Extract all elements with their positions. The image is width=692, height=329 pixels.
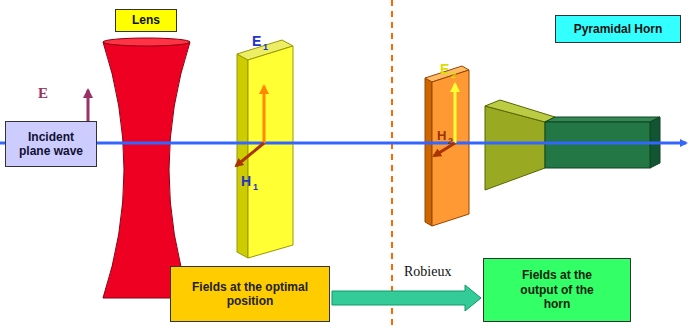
part-label: Pyramidal Horn (555, 15, 681, 43)
subscript: 2 (451, 71, 456, 80)
field-symbol: H (241, 174, 251, 188)
box-text: Pyramidal Horn (574, 22, 663, 36)
field-symbol: E (252, 34, 261, 48)
subscript: 1 (263, 43, 268, 52)
source-box: Incident plane wave (5, 121, 97, 167)
box-text: Fields at the optimal position (190, 280, 310, 309)
subscript: 1 (253, 183, 258, 192)
output-plane-side (425, 78, 432, 226)
field-symbol: E (440, 62, 449, 76)
box-text: Lens (132, 13, 160, 27)
box-text: Incident plane wave (12, 130, 90, 159)
e1-field-arrow (263, 86, 266, 143)
stage-box: Fields at the output of the horn (483, 258, 631, 322)
stage-box: Fields at the optimal position (170, 266, 330, 322)
field-symbol: H (437, 129, 446, 142)
subscript: 2 (448, 137, 453, 146)
box-text: Fields at the output of the horn (507, 268, 607, 311)
output-plane (432, 70, 469, 226)
concave-lens (103, 42, 190, 298)
propagation-axis (0, 142, 686, 145)
e2-field-arrow (454, 84, 457, 143)
part-label: Lens (115, 9, 177, 32)
block-arrow (332, 285, 481, 311)
waveguide (545, 122, 650, 168)
edge-label: Robieux (402, 264, 453, 280)
divider-line (391, 0, 393, 329)
h1-field-arrow (236, 143, 264, 166)
waveguide-top (545, 117, 660, 122)
field-symbol: E (38, 86, 48, 101)
